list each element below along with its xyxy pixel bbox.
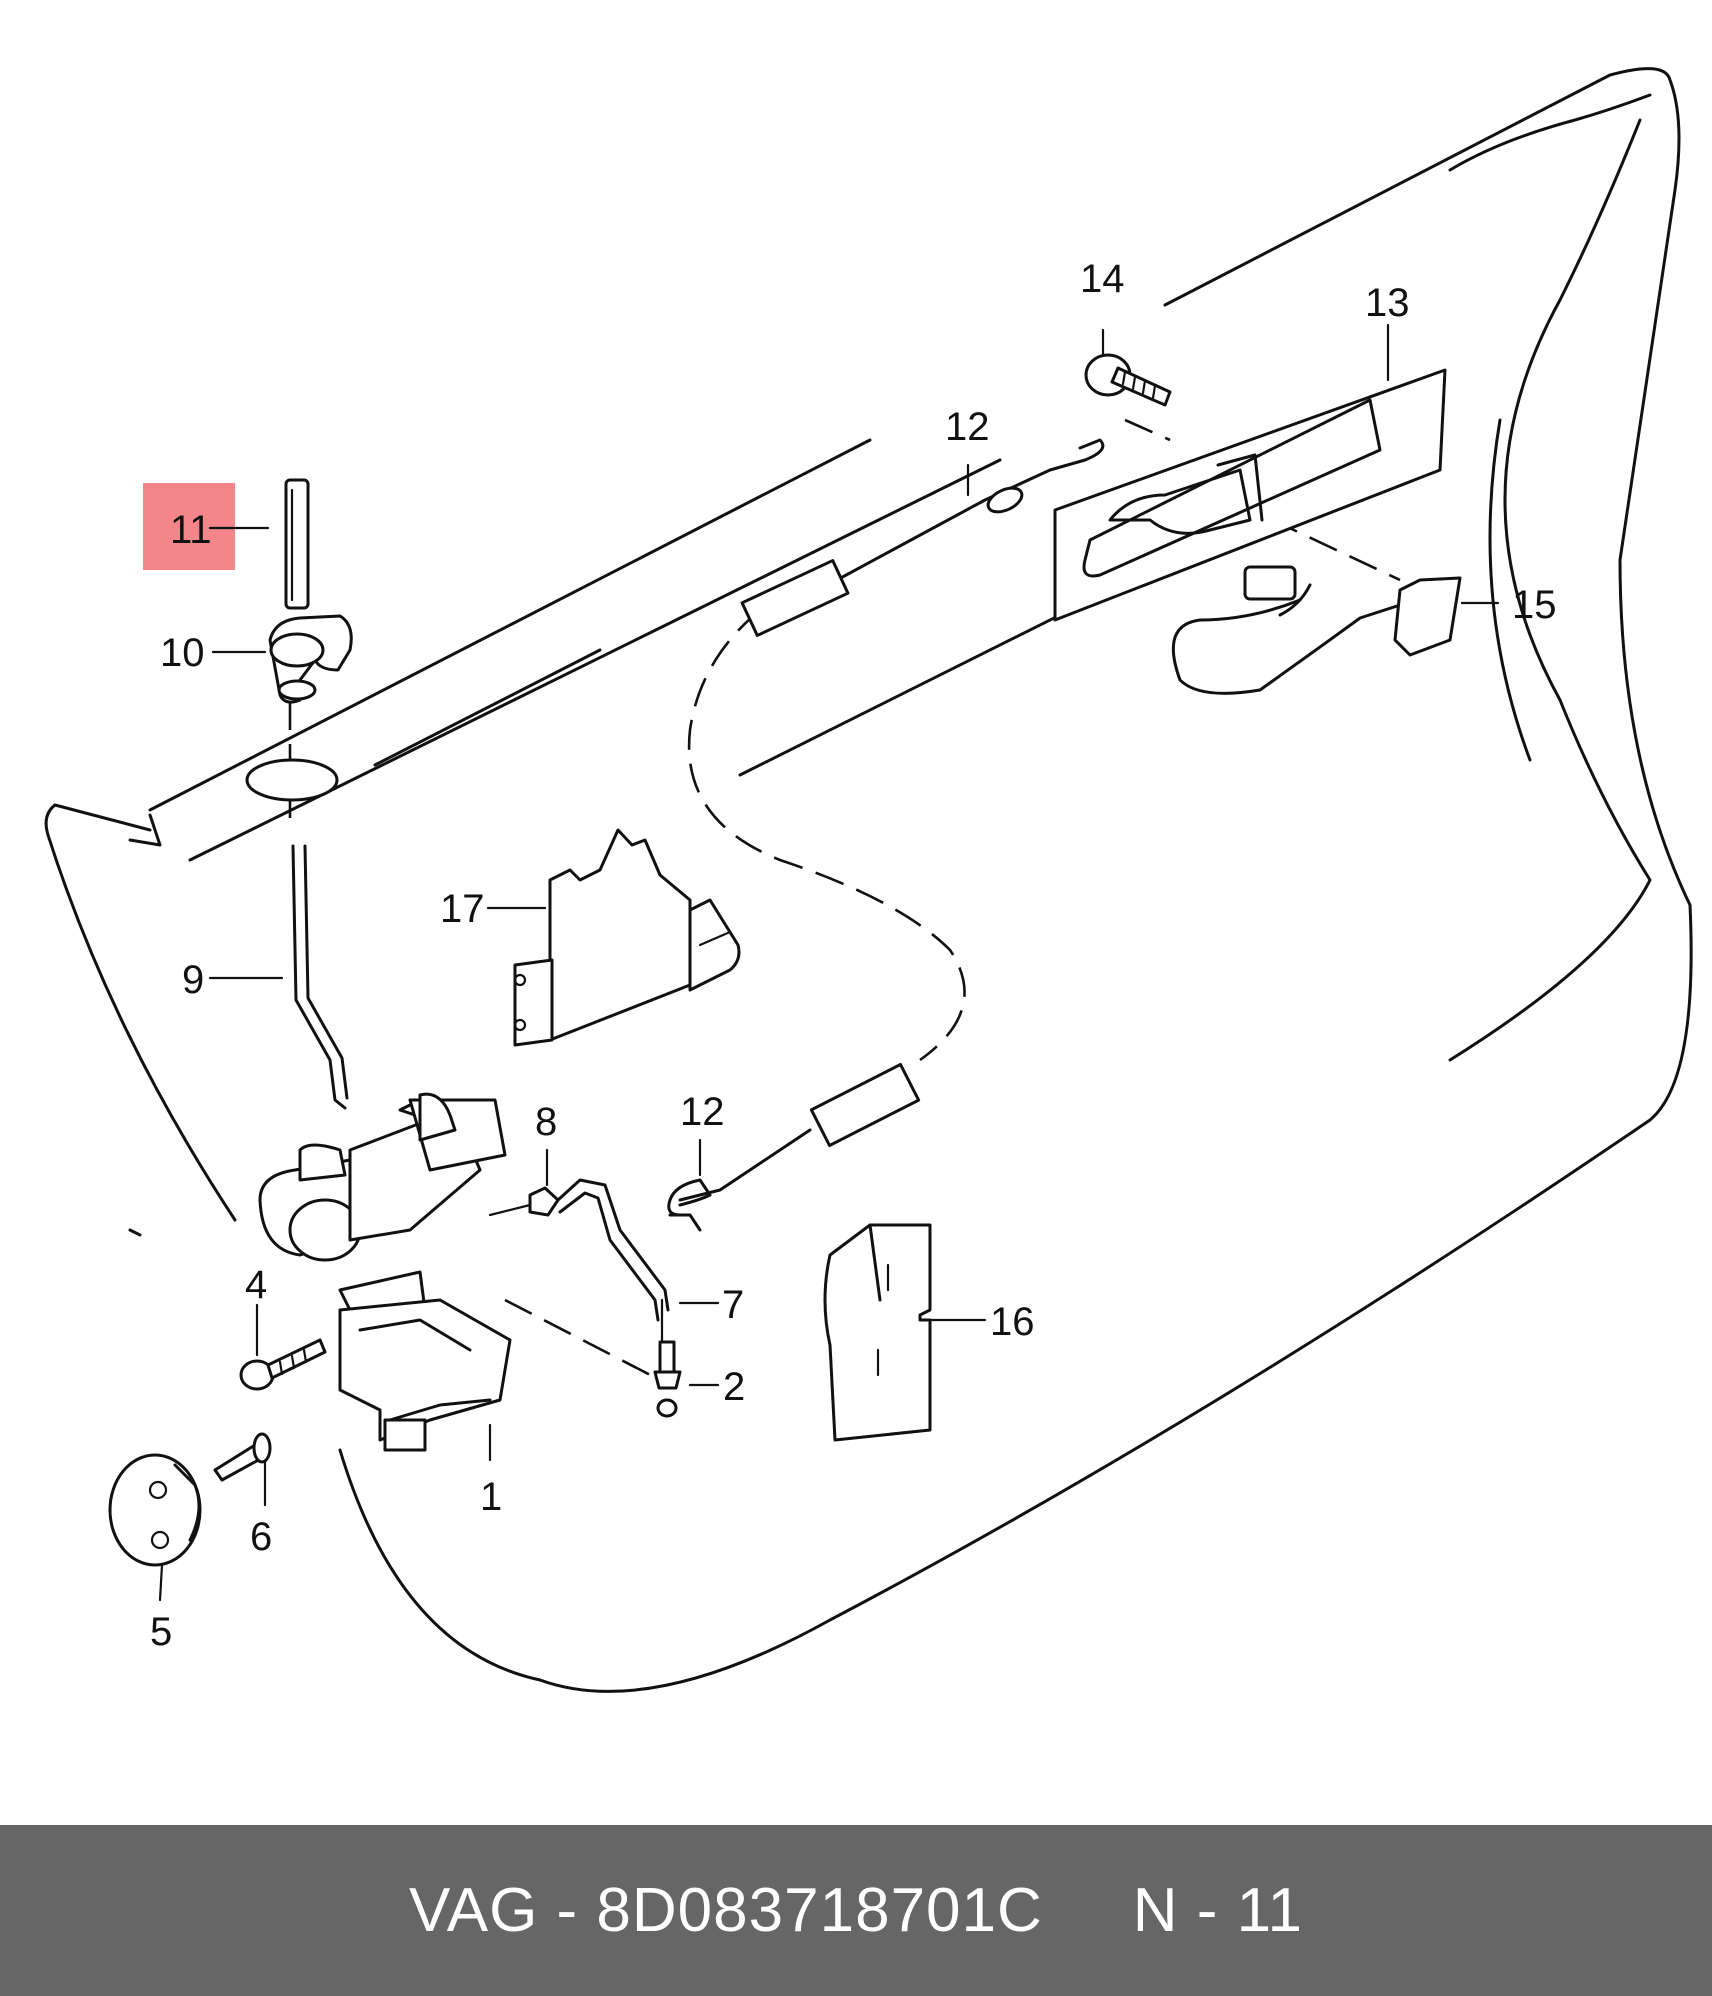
release-cable-lower xyxy=(667,1062,921,1232)
cover-cap xyxy=(108,1453,202,1567)
callout-1: 1 xyxy=(480,1475,502,1519)
latch-screw xyxy=(239,1338,327,1391)
callout-17: 17 xyxy=(440,887,485,931)
brand-separator: - xyxy=(538,1876,597,1945)
rod-end-clip xyxy=(653,1340,682,1418)
diagram-position-label: N - 11 xyxy=(1132,1876,1304,1945)
cover-screw xyxy=(213,1432,272,1482)
callout-4: 4 xyxy=(245,1263,267,1307)
callout-8: 8 xyxy=(535,1100,557,1144)
lock-rod-pin xyxy=(284,478,310,610)
outside-handle-rod xyxy=(556,1178,670,1342)
callout-14: 14 xyxy=(1080,257,1125,301)
callout-15: 15 xyxy=(1512,583,1557,627)
callout-16: 16 xyxy=(990,1300,1035,1344)
guide-bushing xyxy=(245,614,353,802)
trim-screw xyxy=(1084,353,1172,407)
callout-6: 6 xyxy=(250,1515,272,1559)
door-insulation-pad xyxy=(823,1223,932,1442)
rod-clip xyxy=(488,1186,560,1217)
callout-7: 7 xyxy=(722,1283,744,1327)
wiring-harness xyxy=(1171,565,1462,695)
lock-rod xyxy=(291,844,349,1110)
callout-12-upper: 12 xyxy=(945,405,990,449)
callout-2: 2 xyxy=(723,1365,745,1409)
release-cable-upper xyxy=(740,438,1105,637)
callout-leaders xyxy=(158,323,1500,1602)
callout-10: 10 xyxy=(160,631,205,675)
callout-5: 5 xyxy=(150,1610,172,1654)
callout-13: 13 xyxy=(1365,281,1410,325)
exploded-parts-diagram: 11 10 9 17 12 14 13 15 8 12 7 2 16 4 6 5… xyxy=(44,67,1693,1693)
brand-label: VAG xyxy=(408,1876,539,1945)
callout-11: 11 xyxy=(170,508,212,552)
callout-12-lower: 12 xyxy=(680,1090,725,1134)
callout-labels: 11 10 9 17 12 14 13 15 8 12 7 2 16 4 6 5… xyxy=(150,257,1557,1654)
highlight-callout-11-box xyxy=(143,483,235,570)
door-lock-latch xyxy=(258,1092,512,1452)
interior-handle-trim xyxy=(1053,368,1447,622)
part-number: 8D083718701C xyxy=(596,1876,1043,1945)
callout-9: 9 xyxy=(182,958,204,1002)
door-control-module xyxy=(513,828,741,1047)
part-info-footer: VAG - 8D083718701C N - 11 xyxy=(0,1825,1712,1996)
